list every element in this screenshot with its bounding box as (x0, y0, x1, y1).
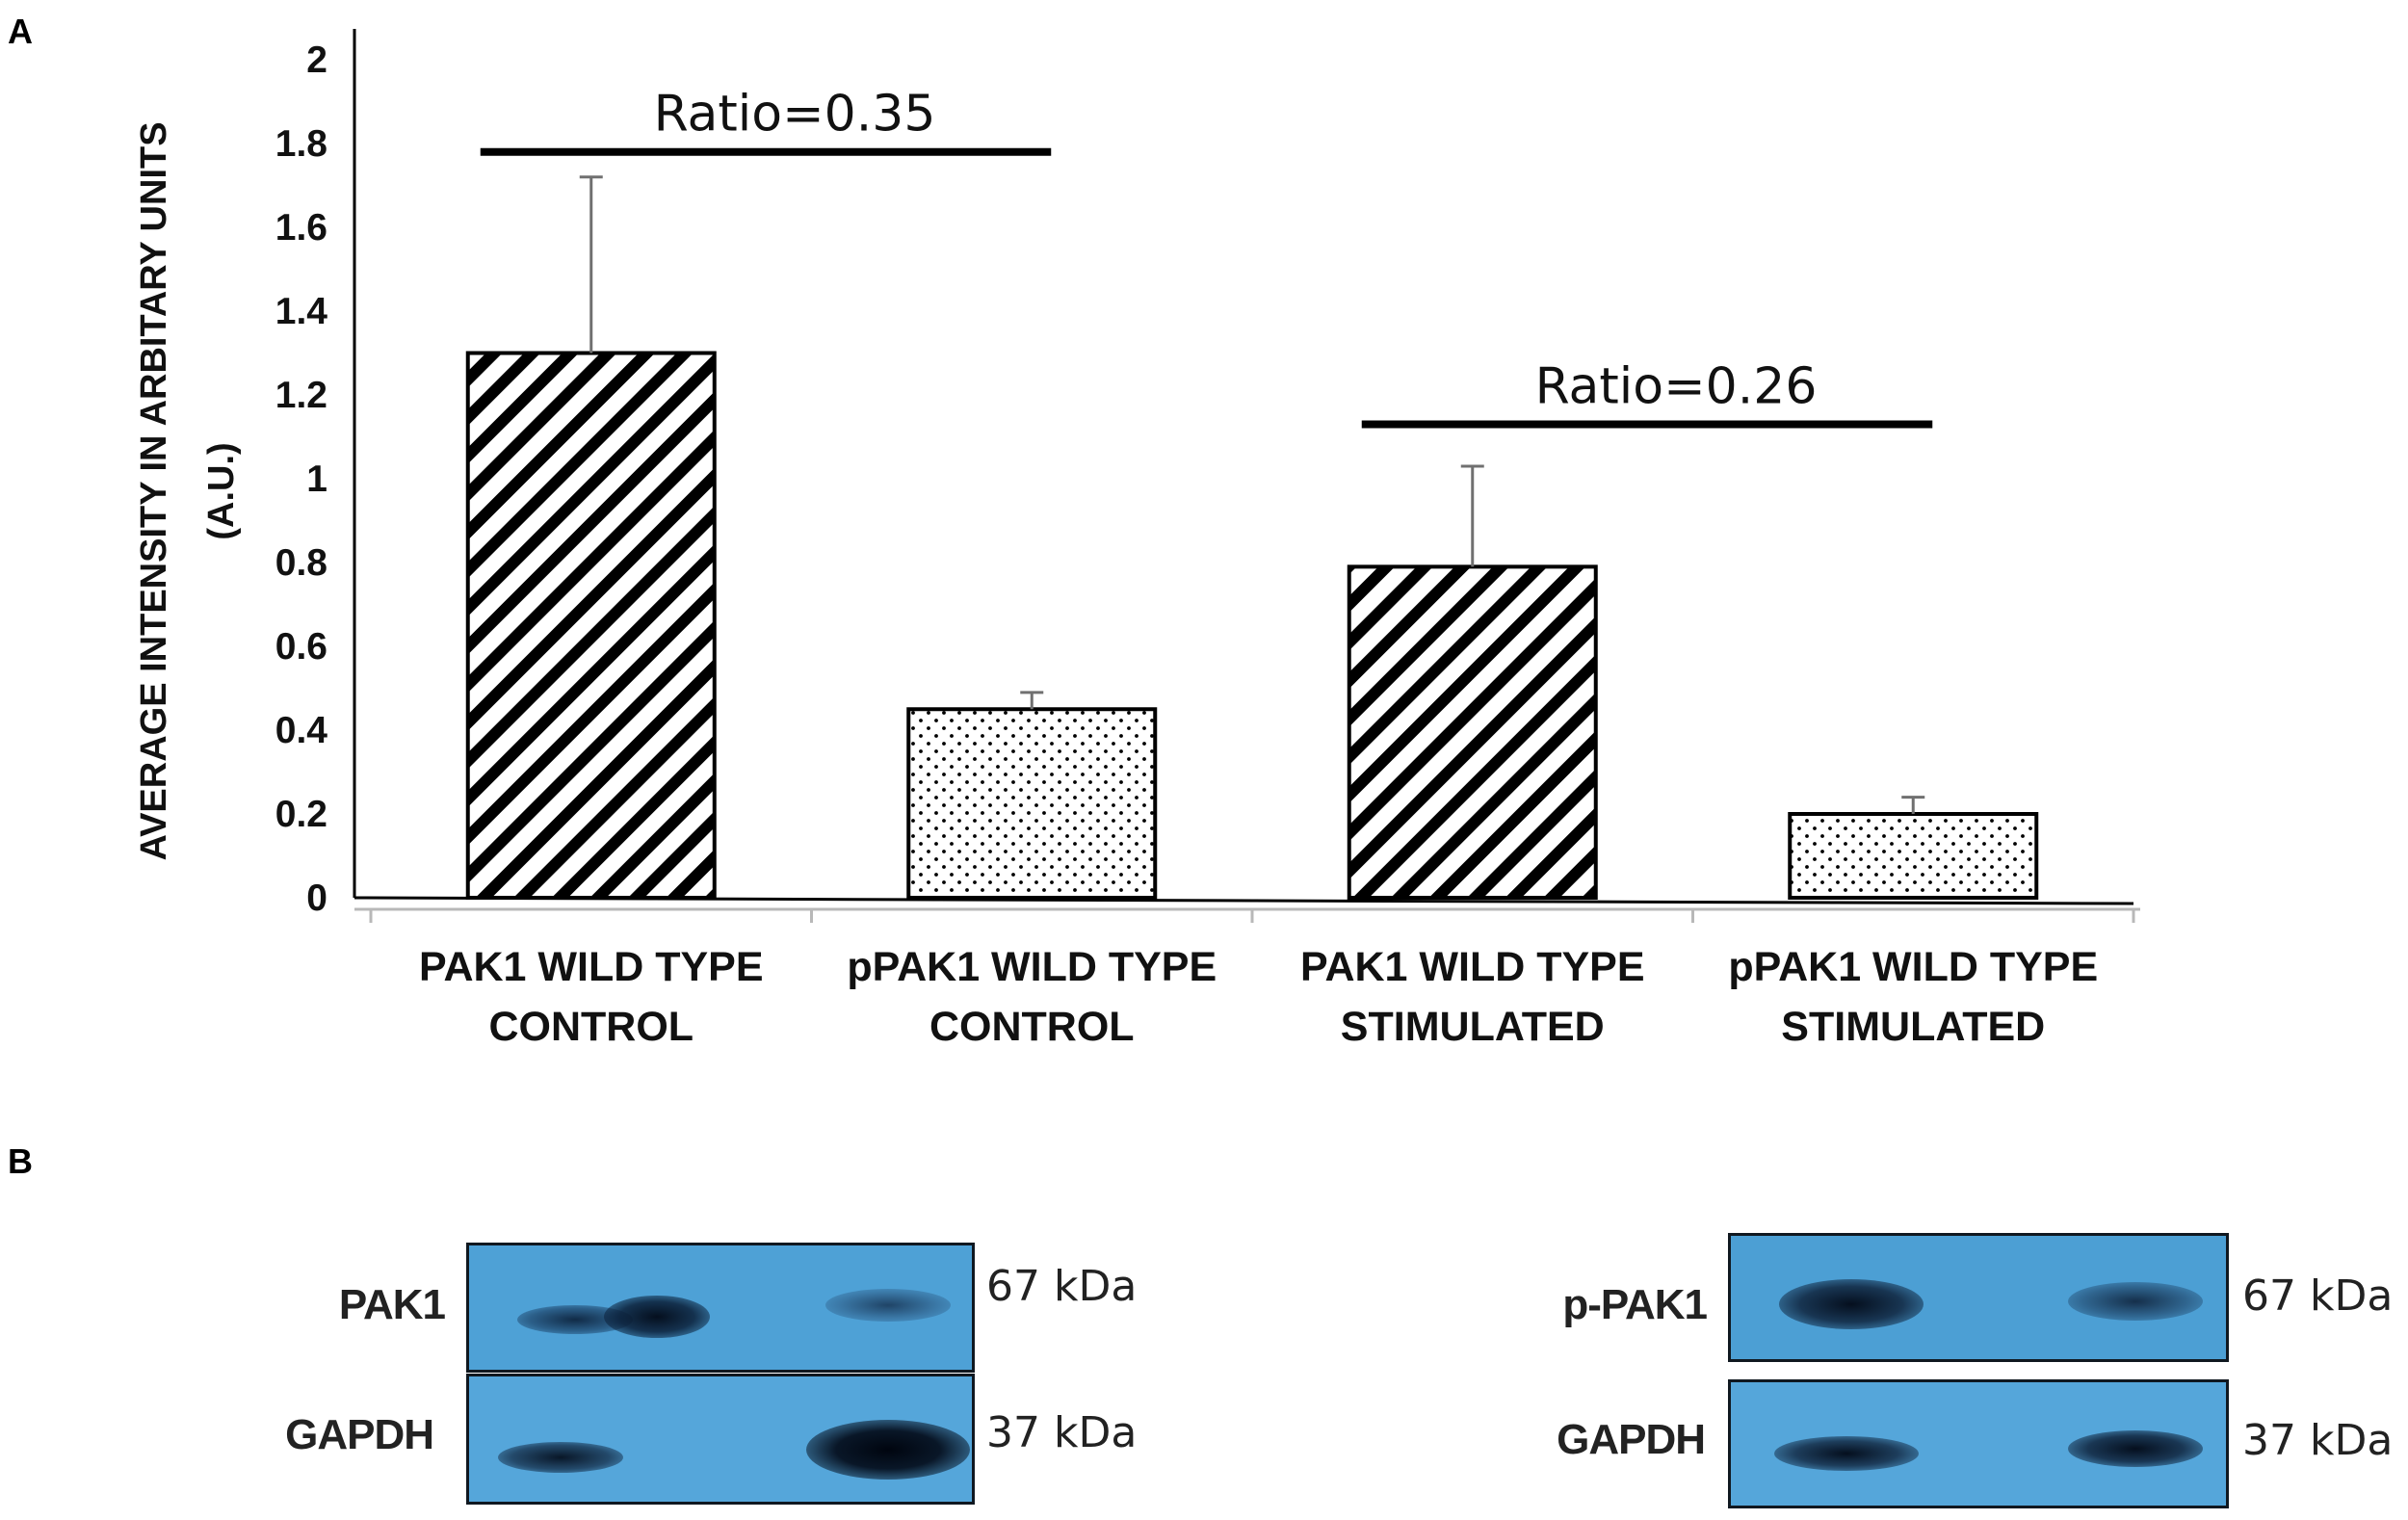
blot-band (806, 1420, 970, 1480)
blot-kda-label: 67 kDa (986, 1262, 1138, 1311)
x-axis-line (353, 896, 2134, 905)
y-axis-label-unit: (A.U.) (201, 442, 242, 539)
y-tick-label: 1.6 (275, 207, 327, 249)
bar (1347, 564, 1598, 900)
blot-row-label: GAPDH (285, 1411, 434, 1458)
bar (906, 707, 1158, 900)
x-tick-label: PAK1 WILD TYPE (419, 944, 764, 990)
y-tick-label: 0.6 (275, 626, 327, 668)
blot-band (1774, 1436, 1919, 1471)
panel-label-a: A (8, 12, 33, 51)
y-tick-label: 2 (306, 39, 327, 81)
blot-band (2068, 1430, 2203, 1467)
blot-row-label: p-PAK1 (1562, 1281, 1708, 1328)
y-tick-label: 0.4 (275, 710, 328, 751)
blot-image-gapdh-1 (466, 1374, 975, 1505)
x-tick-label: STIMULATED (1341, 1004, 1605, 1050)
y-tick-label: 0 (306, 878, 327, 919)
blot-kda-label: 67 kDa (2242, 1271, 2394, 1321)
blot-band (498, 1442, 623, 1473)
y-axis-label: AVERAGE INTENSITY IN ARBITARY UNITS (134, 121, 174, 860)
x-tick-label: PAK1 WILD TYPE (1300, 944, 1645, 990)
y-tick-label: 1 (306, 459, 327, 500)
y-tick-label: 1.4 (275, 291, 328, 332)
blot-band (604, 1296, 710, 1338)
x-tick-label: STIMULATED (1781, 1004, 2045, 1050)
blot-band (825, 1289, 951, 1322)
bar (465, 351, 717, 900)
x-tick-label: CONTROL (929, 1004, 1135, 1050)
blot-image-ppak1 (1728, 1233, 2229, 1362)
ratio-annotation: Ratio=0.26 (1535, 357, 1818, 415)
panel-label-b: B (8, 1141, 33, 1181)
blot-kda-label: 37 kDa (986, 1408, 1138, 1457)
y-tick-label: 1.8 (275, 123, 327, 165)
ratio-annotation: Ratio=0.35 (654, 86, 936, 144)
blot-band (1779, 1279, 1924, 1329)
x-tick-label: pPAK1 WILD TYPE (1728, 944, 2098, 990)
blot-row-label: PAK1 (338, 1281, 446, 1328)
blot-kda-label: 37 kDa (2242, 1416, 2394, 1465)
blot-image-pak1 (466, 1243, 975, 1373)
x-tick-label: pPAK1 WILD TYPE (847, 944, 1217, 990)
y-tick-label: 0.2 (275, 794, 327, 835)
bar (1788, 812, 2039, 900)
blot-band (2068, 1282, 2203, 1321)
blot-row-label: GAPDH (1557, 1416, 1706, 1463)
y-tick-label: 1.2 (275, 375, 327, 416)
blot-image-gapdh-2 (1728, 1379, 2229, 1508)
y-tick-label: 0.8 (275, 542, 327, 584)
x-tick-label: CONTROL (488, 1004, 694, 1050)
